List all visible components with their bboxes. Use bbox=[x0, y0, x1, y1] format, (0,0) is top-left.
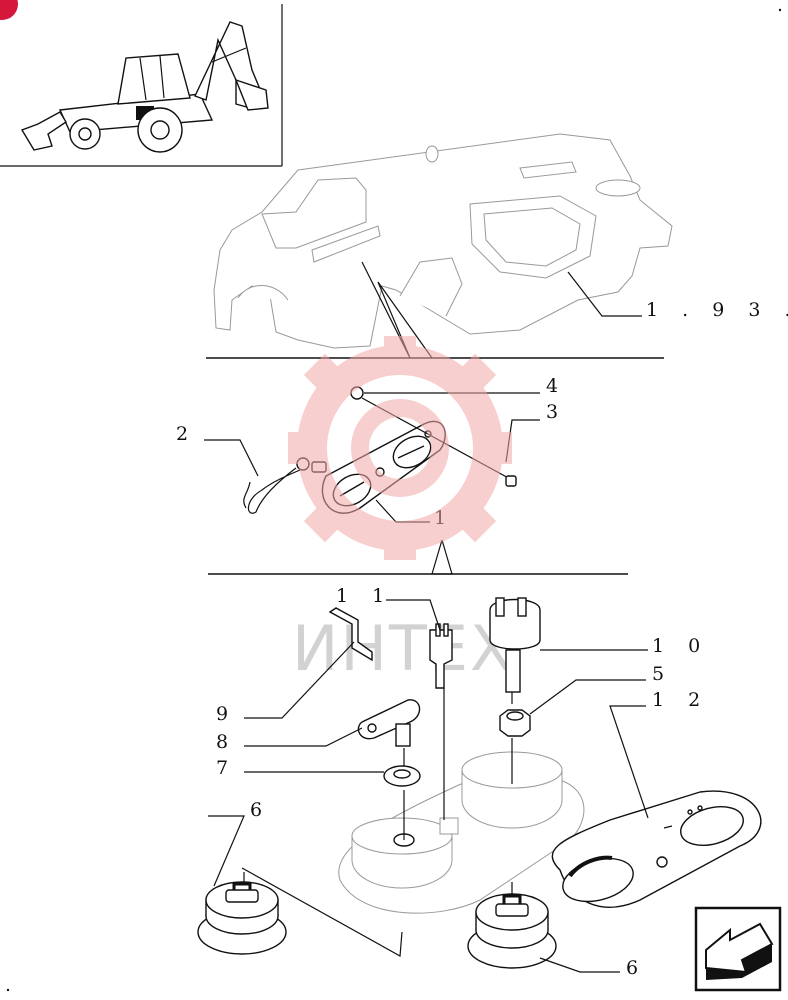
leader-2 bbox=[204, 439, 259, 477]
backhoe-loader-icon bbox=[20, 21, 269, 153]
callout-7: 7 bbox=[216, 757, 237, 779]
callout-2: 2 bbox=[176, 423, 197, 445]
callout-9: 9 bbox=[216, 703, 237, 725]
part-9 bbox=[328, 607, 373, 662]
leader-9 bbox=[244, 641, 355, 719]
callout-5: 5 bbox=[652, 663, 673, 685]
part-6-knob-left bbox=[197, 881, 287, 955]
callout-3: 3 bbox=[546, 401, 567, 423]
leader-11 bbox=[386, 599, 441, 631]
leader-6b bbox=[539, 957, 620, 973]
machine-thumbnail bbox=[0, 4, 283, 167]
watermark-text: ИНТЕХ bbox=[292, 612, 515, 685]
leader-6a bbox=[208, 815, 245, 887]
bottom-parts bbox=[328, 597, 541, 787]
reference-label: 1 . 9 3 . 0 bbox=[646, 299, 788, 321]
callout-4: 4 bbox=[546, 375, 567, 397]
leader-8 bbox=[244, 727, 363, 747]
callout-12: 1 2 bbox=[652, 689, 709, 711]
watermark bbox=[288, 336, 512, 560]
reference-leader bbox=[567, 271, 642, 317]
assembly-lines bbox=[241, 688, 513, 957]
dashboard-panel bbox=[213, 133, 673, 349]
base-housing bbox=[338, 751, 585, 914]
corner-dot-bottom bbox=[6, 988, 10, 992]
corner-dot bbox=[778, 8, 782, 12]
leader-5 bbox=[529, 679, 646, 715]
leader-12 bbox=[609, 705, 649, 819]
zoom-leader-middle bbox=[431, 539, 453, 575]
part-12-faceplate bbox=[551, 790, 762, 908]
callout-11: 1 1 bbox=[336, 585, 393, 607]
callout-8: 8 bbox=[216, 731, 237, 753]
next-page-arrow-icon bbox=[705, 922, 774, 980]
corner-badge-icon bbox=[0, 0, 18, 20]
callout-6-top: 6 bbox=[250, 799, 271, 821]
part-6-knob-right bbox=[467, 893, 557, 969]
zoom-leader-top bbox=[361, 261, 433, 359]
next-page-button[interactable] bbox=[694, 906, 782, 992]
callout-10: 1 0 bbox=[652, 635, 709, 657]
callout-6-bottom: 6 bbox=[626, 957, 647, 979]
